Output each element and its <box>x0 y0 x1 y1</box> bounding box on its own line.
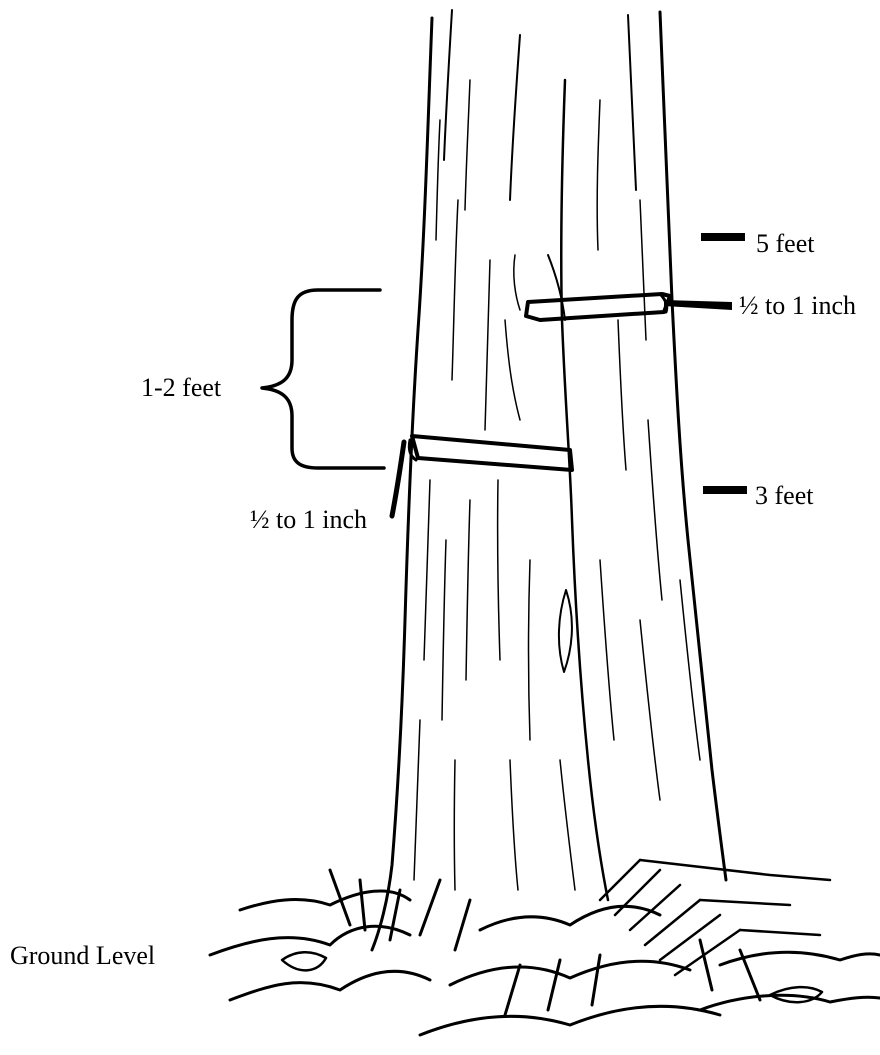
lower-girdle-cut <box>409 436 572 470</box>
upper-depth-pointer <box>664 300 732 310</box>
ground-vegetation <box>210 860 880 1035</box>
three-feet-marker <box>703 486 747 494</box>
upper-girdle-cut <box>526 294 670 320</box>
tree-trunk <box>372 10 726 950</box>
three-feet-label: 3 feet <box>755 481 814 510</box>
lower-depth-pointer <box>392 442 404 516</box>
spacing-label: 1-2 feet <box>141 373 222 402</box>
spacing-brace <box>262 290 384 468</box>
ground-level-label: Ground Level <box>10 941 155 970</box>
five-feet-label: 5 feet <box>756 229 815 258</box>
upper-depth-label: ½ to 1 inch <box>739 291 856 320</box>
lower-depth-label: ½ to 1 inch <box>250 505 367 534</box>
five-feet-marker <box>701 233 745 241</box>
